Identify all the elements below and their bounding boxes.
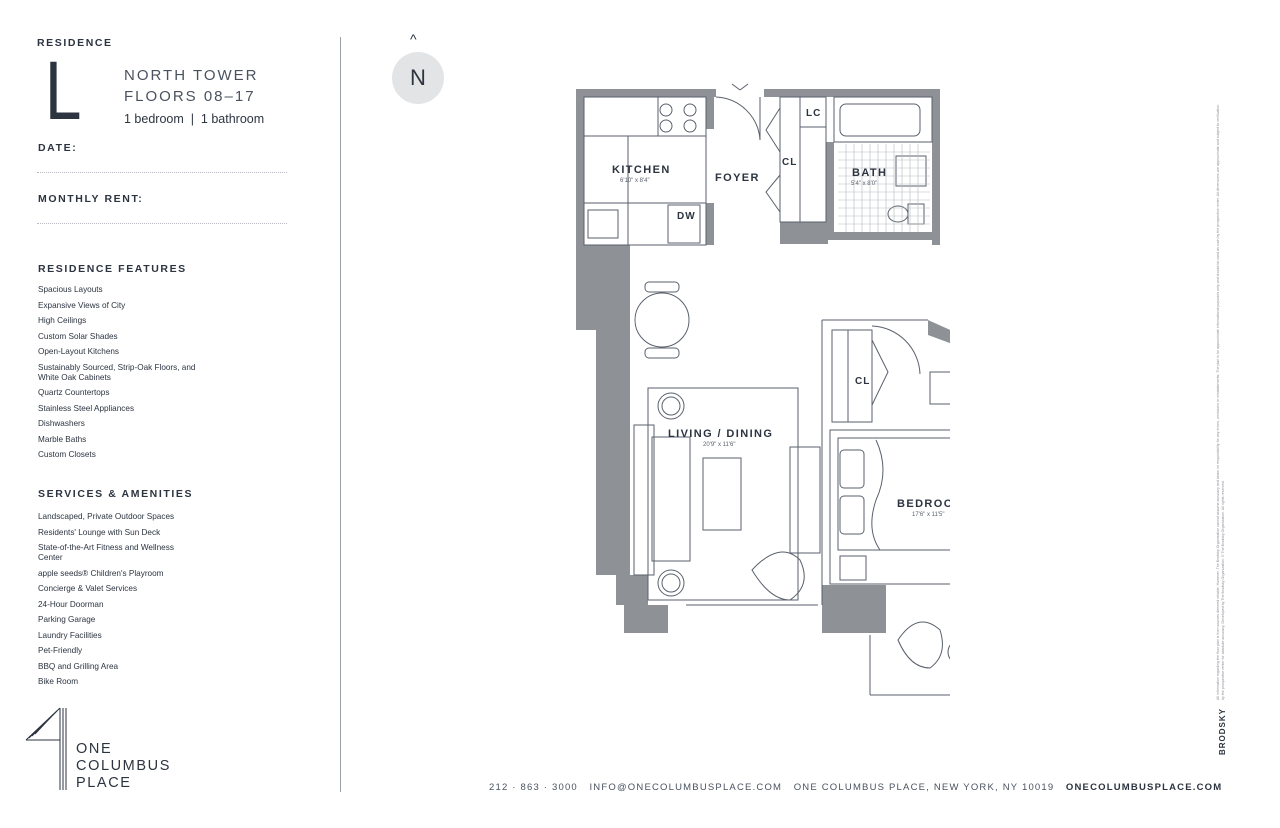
bedroom-closet-label: CL bbox=[855, 376, 870, 387]
footer-phone: 212 · 863 · 3000 bbox=[489, 782, 578, 793]
list-item: High Ceilings bbox=[38, 316, 87, 325]
dishwasher-label: DW bbox=[677, 211, 696, 222]
exterior-walls bbox=[576, 89, 950, 633]
footer-website[interactable]: ONECOLUMBUSPLACE.COM bbox=[1065, 782, 1223, 793]
foyer-closet-label: CL bbox=[782, 157, 797, 168]
list-item: Custom Closets bbox=[38, 450, 96, 459]
logo-line: COLUMBUS bbox=[76, 758, 171, 774]
logo-wordmark: ONE COLUMBUS PLACE bbox=[76, 741, 171, 792]
list-item: Landscaped, Private Outdoor Spaces bbox=[38, 512, 175, 521]
living-dining-label: LIVING / DINING bbox=[668, 428, 773, 440]
north-arrow-icon: ^ bbox=[410, 31, 417, 47]
list-item: Pet-Friendly bbox=[38, 646, 83, 655]
footer-contact: 212 · 863 · 3000 INFO@ONECOLUMBUSPLACE.C… bbox=[489, 782, 1222, 793]
living-dining-dims: 20'9" x 11'6" bbox=[703, 442, 735, 448]
bath-label: BATH bbox=[852, 167, 887, 179]
logo-line: ONE bbox=[76, 741, 113, 757]
interior-lines bbox=[583, 83, 950, 696]
tower-name: NORTH TOWER bbox=[124, 67, 259, 84]
list-item: Expansive Views of City bbox=[38, 300, 126, 310]
floor-range: FLOORS 08–17 bbox=[124, 88, 256, 105]
features-list: Spacious Layouts Expansive Views of City… bbox=[38, 285, 198, 466]
list-item: Spacious Layouts bbox=[38, 285, 103, 294]
bath-tile-grid bbox=[838, 144, 930, 232]
list-item: 24-Hour Doorman bbox=[38, 599, 104, 609]
bedroom-dims: 17'6" x 11'5" bbox=[912, 512, 944, 518]
footer-email[interactable]: INFO@ONECOLUMBUSPLACE.COM bbox=[589, 782, 783, 793]
brodsky-brand: BRODSKY bbox=[1218, 707, 1227, 755]
column-divider bbox=[340, 37, 341, 792]
tower-info: NORTH TOWER FLOORS 08–17 bbox=[124, 65, 259, 107]
one-columbus-logo-mark bbox=[25, 707, 67, 790]
compass-letter: N bbox=[410, 65, 426, 90]
list-item: State-of-the-Art Fitness and Wellness Ce… bbox=[38, 543, 174, 562]
foyer-label: FOYER bbox=[715, 172, 760, 184]
list-item: Parking Garage bbox=[38, 615, 96, 624]
floor-plan: KITCHEN 6'10" x 8'4" FOYER CL LC BATH 5'… bbox=[576, 83, 950, 696]
list-item: Stainless Steel Appliances bbox=[38, 403, 135, 413]
list-item: Custom Solar Shades bbox=[38, 331, 118, 341]
list-item: Residents' Lounge with Sun Deck bbox=[38, 527, 161, 537]
list-item: apple seeds® Children's Playroom bbox=[38, 568, 164, 578]
features-title: RESIDENCE FEATURES bbox=[38, 263, 187, 275]
list-item: Open-Layout Kitchens bbox=[38, 347, 120, 356]
list-item: Sustainably Sourced, Strip-Oak Floors, a… bbox=[38, 362, 196, 382]
linen-closet-label: LC bbox=[806, 108, 821, 119]
monthly-rent-label: MONTHLY RENT: bbox=[38, 193, 144, 205]
unit-letter: L bbox=[44, 48, 80, 138]
bedroom-label: BEDROOM bbox=[897, 498, 950, 510]
footer-address: ONE COLUMBUS PLACE, NEW YORK, NY 10019 bbox=[793, 782, 1055, 793]
north-compass: N bbox=[392, 52, 444, 104]
list-item: Laundry Facilities bbox=[38, 630, 102, 640]
date-label: DATE: bbox=[38, 142, 78, 154]
rent-field-line bbox=[37, 223, 287, 224]
list-item: Concierge & Valet Services bbox=[38, 584, 138, 593]
kitchen-label: KITCHEN bbox=[612, 164, 671, 176]
date-field-line bbox=[37, 172, 287, 173]
list-item: Marble Baths bbox=[38, 434, 87, 444]
kitchen-dims: 6'10" x 8'4" bbox=[620, 178, 650, 184]
bath-dims: 5'4" x 8'0" bbox=[851, 181, 877, 187]
legal-disclaimer: All information regarding the floor plan… bbox=[1216, 104, 1225, 700]
list-item: Quartz Countertops bbox=[38, 388, 110, 397]
logo-line: PLACE bbox=[76, 775, 132, 791]
list-item: BBQ and Grilling Area bbox=[38, 661, 119, 671]
amenities-list: Landscaped, Private Outdoor Spaces Resid… bbox=[38, 512, 198, 693]
residence-label: RESIDENCE bbox=[37, 37, 113, 49]
unit-description: 1 bedroom | 1 bathroom bbox=[124, 112, 265, 126]
list-item: Bike Room bbox=[38, 677, 79, 686]
list-item: Dishwashers bbox=[38, 419, 85, 428]
amenities-title: SERVICES & AMENITIES bbox=[38, 488, 194, 500]
